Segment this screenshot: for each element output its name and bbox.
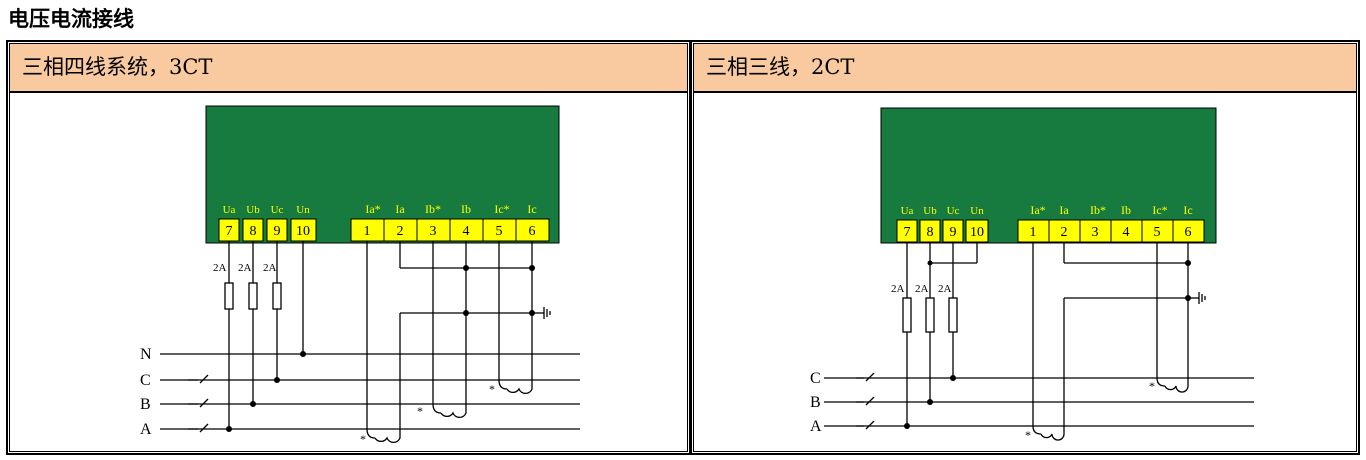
fuse	[248, 282, 258, 310]
line-label-a: A	[810, 418, 822, 435]
wiring	[824, 242, 1254, 441]
terminal-label: Ua	[223, 204, 236, 216]
fuse	[925, 297, 935, 333]
ct-coil-b	[432, 403, 467, 419]
terminal-label: Uc	[947, 205, 960, 217]
polarity-mark: *	[360, 432, 366, 446]
ct-coil-a	[1032, 425, 1065, 441]
terminal-number: 8	[927, 225, 934, 240]
line-label-b: B	[140, 396, 151, 413]
terminal-label: Ub	[923, 205, 937, 217]
terminal-label: Ic*	[494, 202, 509, 216]
line-label-a: A	[140, 421, 152, 438]
terminal-number: 4	[1123, 225, 1130, 240]
terminal-number: 7	[904, 225, 911, 240]
terminal-label: Ic	[1183, 203, 1192, 217]
line-label-c: C	[140, 372, 151, 389]
fuse	[272, 282, 282, 310]
polarity-mark: *	[1025, 428, 1031, 442]
polarity-mark: *	[1149, 379, 1155, 393]
terminal-label: Ib*	[425, 202, 441, 216]
terminal-number: 6	[1185, 225, 1192, 240]
terminal-label: Ia*	[365, 202, 380, 216]
switch-symbol	[856, 372, 875, 382]
junction-dots	[904, 260, 1191, 429]
terminal-number: 2	[397, 224, 404, 239]
fuse-label: 2A	[938, 283, 952, 295]
fuse-label: 2A	[891, 283, 905, 295]
fuse-label: 2A	[915, 283, 929, 295]
terminal-number: 5	[1154, 225, 1161, 240]
switch-symbol	[188, 374, 209, 384]
terminal-label: Ua	[901, 205, 914, 217]
terminal-number: 10	[296, 224, 310, 239]
terminal-number: 5	[496, 224, 503, 239]
switch-symbol	[856, 396, 875, 406]
panel-3p4w-3ct: 三相四线系统，3CT 7 8 9 10 Ua Ub Uc Un	[6, 40, 691, 455]
fuse	[902, 297, 912, 333]
voltage-terminal-block: 7 8 9 10 Ua Ub Uc Un	[896, 205, 989, 243]
terminal-label: Ic*	[1152, 203, 1167, 217]
line-label-c: C	[810, 370, 821, 387]
terminal-number: 4	[463, 224, 470, 239]
terminal-number: 10	[970, 225, 984, 240]
terminal-label: Un	[970, 205, 984, 217]
terminal-label: Ib	[1121, 203, 1131, 217]
terminal-label: Ia*	[1030, 203, 1045, 217]
terminal-label: Ia	[395, 202, 405, 216]
switch-symbol	[188, 423, 209, 433]
fuse-label: 2A	[263, 262, 277, 274]
line-label-n: N	[140, 346, 152, 363]
wiring-diagram-3p3w: 7 8 9 10 Ua Ub Uc Un 1 2 3 4 5	[810, 107, 1254, 442]
fuse-label: 2A	[213, 262, 227, 274]
terminal-number: 1	[1030, 225, 1037, 240]
terminal-number: 9	[274, 224, 281, 239]
terminal-label: Ib	[461, 202, 471, 216]
fuse	[224, 282, 234, 310]
page-title: 电压电流接线	[8, 7, 134, 31]
switch-symbol	[188, 398, 209, 408]
current-terminal-block: 1 2 3 4 5 6 Ia* Ia Ib* Ib Ic* Ic	[350, 202, 550, 242]
ct-coil-c	[1156, 377, 1189, 393]
wiring-diagram-3p4w: 7 8 9 10 Ua Ub Uc Un 1 2 3 4	[140, 105, 580, 446]
switch-symbol	[856, 420, 875, 430]
voltage-terminal-block: 7 8 9 10 Ua Ub Uc Un	[218, 204, 317, 242]
ct-coil-a	[366, 428, 401, 444]
polarity-mark: *	[417, 404, 423, 418]
terminal-label: Un	[296, 204, 310, 216]
terminal-number: 7	[226, 224, 233, 239]
terminal-label: Ic	[527, 202, 536, 216]
junction-dots	[226, 265, 535, 432]
line-label-b: B	[810, 394, 821, 411]
panel-3p3w-2ct: 三相三线，2CT 7 8 9 10 Ua Ub Uc Un	[690, 40, 1360, 455]
terminal-label: Ib*	[1090, 203, 1106, 217]
terminal-label: Ia	[1059, 203, 1069, 217]
panel-title: 三相四线系统，3CT	[10, 44, 687, 93]
terminal-label: Ub	[246, 204, 260, 216]
terminal-number: 3	[430, 224, 437, 239]
terminal-number: 9	[950, 225, 957, 240]
fuse	[948, 297, 958, 333]
terminal-number: 6	[529, 224, 536, 239]
polarity-mark: *	[489, 382, 495, 396]
panel-title: 三相三线，2CT	[694, 44, 1356, 93]
terminal-number: 1	[364, 224, 371, 239]
terminal-number: 3	[1092, 225, 1099, 240]
ct-coil-c	[498, 379, 533, 395]
fuse-label: 2A	[238, 262, 252, 274]
terminal-number: 2	[1061, 225, 1068, 240]
terminal-number: 8	[250, 224, 257, 239]
terminal-label: Uc	[271, 204, 284, 216]
